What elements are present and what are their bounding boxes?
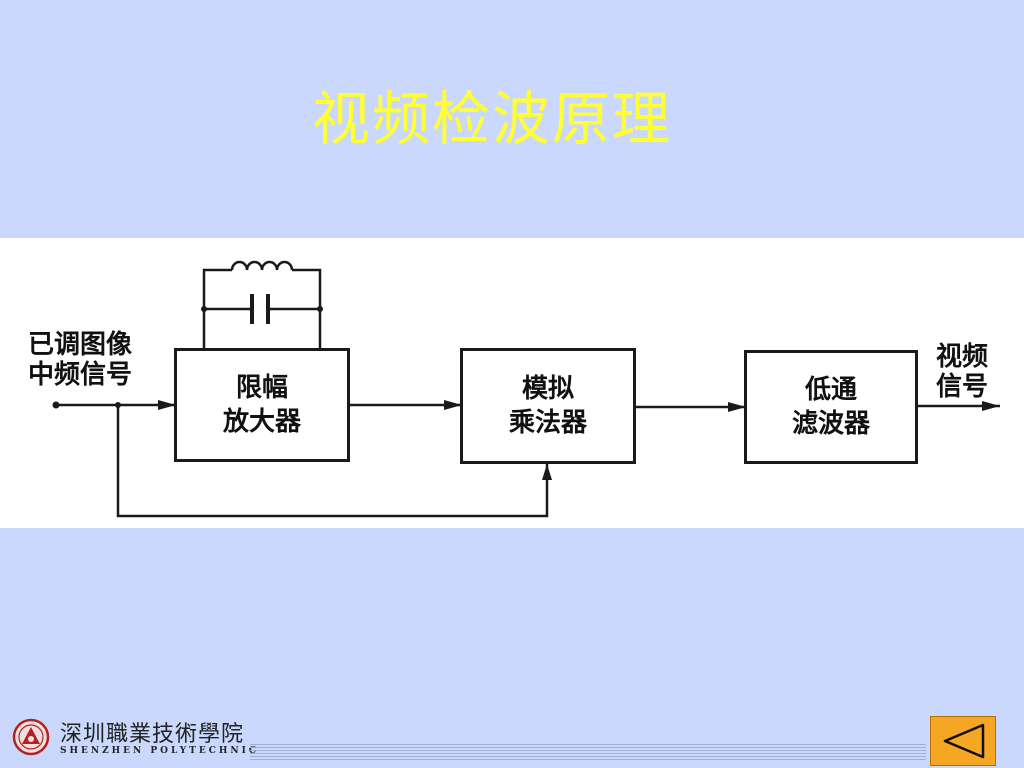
arrow-into-multiplier [444,400,462,410]
back-button[interactable] [930,716,996,766]
input-label: 已调图像 中频信号 [28,330,133,390]
inductor-coil [230,260,294,271]
tank-junction-right [317,306,323,312]
output-label: 视频 信号 [936,342,989,402]
low-pass-filter-block: 低通 滤波器 [744,350,918,464]
limiter-amplifier-block: 限幅 放大器 [174,348,350,462]
arrow-feedback-into-multiplier [542,464,552,480]
input-junction [115,402,121,408]
feedback-wire [116,405,549,518]
arrow-output [982,401,1000,411]
school-seal-icon [12,718,50,756]
input-terminal [52,401,60,409]
tank-right [292,268,322,348]
logo-chinese-text: 深圳職業技術學院 [60,722,245,747]
school-logo: 深圳職業技術學院 SHENZHEN POLYTECHNIC [8,716,256,764]
footer-divider [250,744,926,760]
tank-junction-left [201,306,207,312]
block-diagram: 已调图像 中频信号 视频 信号 限幅 放大器 模拟 乘法器 低通 滤波器 [0,238,1024,528]
logo-english-text: SHENZHEN POLYTECHNIC [60,746,259,756]
analog-multiplier-block: 模拟 乘法器 [460,348,636,464]
slide-title: 视频检波原理 [311,85,672,153]
tank-left [202,268,232,348]
arrow-into-filter [728,402,746,412]
back-triangle-icon [943,723,985,759]
diagram-wires [52,260,1000,518]
arrow-into-limiter [158,400,176,410]
